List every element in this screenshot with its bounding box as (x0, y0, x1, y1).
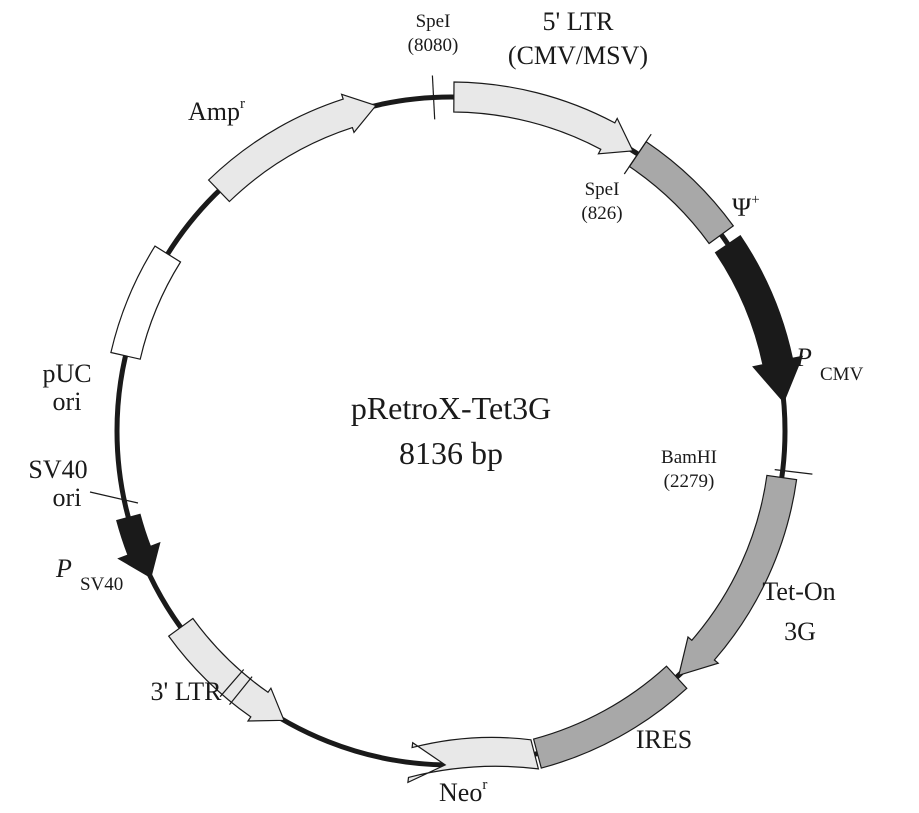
label-psv40: P SV40 (55, 554, 123, 595)
site-tick-bamhi (774, 469, 813, 475)
label-ires: IRES (636, 725, 692, 754)
site-marks (89, 75, 813, 705)
svg-text:CMV: CMV (820, 364, 864, 385)
svg-text:3' LTR: 3' LTR (151, 677, 223, 706)
site-tick-spei-8080 (431, 75, 436, 120)
plasmid-size: 8136 bp (399, 435, 503, 471)
label-pcmv: P CMV (795, 343, 864, 385)
feature-tet-on-3g (677, 474, 798, 677)
svg-text:P: P (55, 554, 72, 583)
svg-text:IRES: IRES (636, 725, 692, 754)
svg-text:SV40: SV40 (80, 574, 123, 595)
svg-text:Tet-On: Tet-On (762, 577, 835, 606)
sv40-ori-leader (89, 491, 139, 504)
site-label-spei-826: SpeI (826) (581, 179, 622, 224)
feature-psi (628, 140, 735, 245)
feature-psv40 (116, 513, 161, 579)
label-neo: Neor (439, 777, 487, 807)
label-puc-ori: pUC ori (42, 359, 91, 416)
svg-text:SpeI: SpeI (416, 11, 451, 32)
feature-puc-ori (110, 245, 182, 360)
feature-amp (207, 93, 377, 203)
feature-5-ltr (453, 81, 634, 155)
svg-text:pUC: pUC (42, 359, 91, 388)
feature-pcmv (714, 234, 804, 404)
plasmid-name: pRetroX-Tet3G (351, 390, 551, 426)
feature-neo (407, 736, 540, 784)
label-5-ltr: 5' LTR (CMV/MSV) (508, 7, 648, 70)
svg-text:5' LTR: 5' LTR (543, 7, 615, 36)
svg-text:SV40: SV40 (28, 455, 87, 484)
label-psi: Ψ+ (732, 192, 760, 222)
svg-text:SpeI: SpeI (585, 179, 620, 200)
svg-text:ori: ori (53, 483, 82, 512)
ltr3-cross-tick-a (229, 676, 253, 705)
site-label-spei-8080: SpeI (8080) (408, 11, 459, 56)
svg-text:3G: 3G (784, 617, 816, 646)
label-3-ltr: 3' LTR (151, 677, 223, 706)
label-sv40-ori: SV40 ori (28, 455, 87, 512)
svg-text:(CMV/MSV): (CMV/MSV) (508, 41, 648, 70)
feature-ires (532, 665, 688, 769)
svg-text:Ampr: Ampr (188, 96, 245, 126)
feature-3-ltr (167, 617, 285, 722)
svg-text:(2279): (2279) (664, 471, 715, 492)
svg-text:Neor: Neor (439, 777, 487, 807)
svg-text:Ψ+: Ψ+ (732, 192, 760, 222)
svg-text:(826): (826) (581, 203, 622, 224)
svg-text:P: P (795, 343, 812, 372)
label-amp: Ampr (188, 96, 245, 126)
svg-text:ori: ori (53, 387, 82, 416)
feature-arcs (110, 81, 804, 784)
label-tet-on-3g: Tet-On 3G (762, 577, 835, 646)
ltr3-cross-tick-b (219, 669, 245, 698)
svg-text:(8080): (8080) (408, 35, 459, 56)
svg-text:BamHI: BamHI (661, 447, 717, 468)
site-tick-spei-826 (623, 133, 652, 175)
site-label-bamhi: BamHI (2279) (661, 447, 717, 492)
